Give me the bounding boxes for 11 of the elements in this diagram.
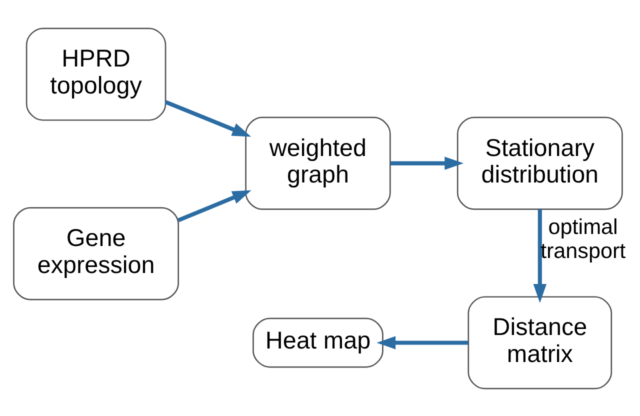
arrow [164, 100, 252, 136]
arrow [390, 156, 464, 170]
node-box: Distance matrix [468, 296, 612, 389]
arrow [533, 208, 547, 302]
node-box: HPRD topology [26, 27, 166, 120]
node-box: Stationary distribution [456, 116, 623, 210]
arrow [178, 190, 252, 222]
node-box: weighted graph [245, 116, 391, 210]
node-box: Gene expression [13, 206, 180, 300]
arrow [376, 336, 468, 349]
node-box: Heat map [252, 317, 384, 368]
